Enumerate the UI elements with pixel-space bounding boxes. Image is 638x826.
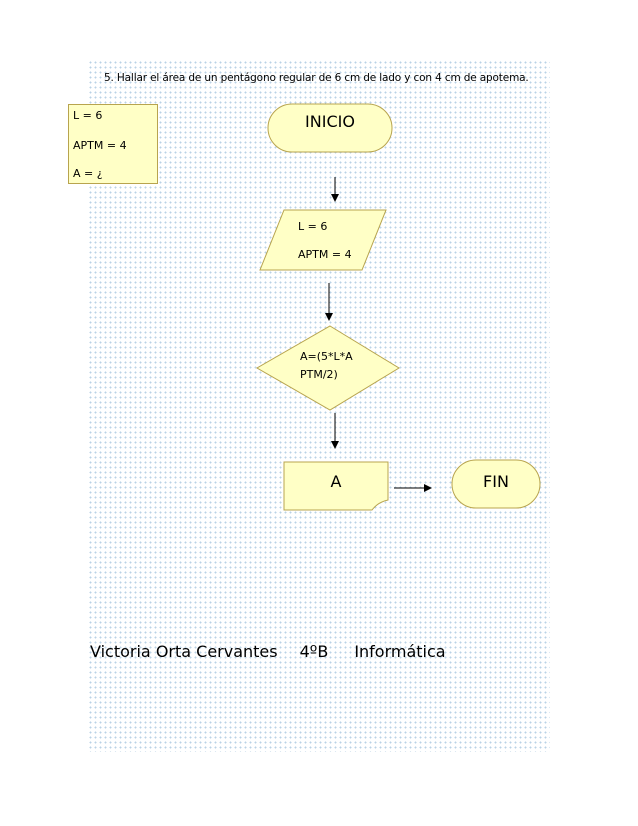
author-name: Victoria Orta Cervantes <box>90 642 278 661</box>
start-label: INICIO <box>305 112 355 131</box>
output-label: A <box>330 472 342 491</box>
output-document <box>283 461 389 511</box>
input-parallelogram <box>259 209 387 271</box>
process-line-2: PTM/2) <box>300 368 338 381</box>
problem-statement: 5. Hallar el área de un pentágono regula… <box>104 72 529 84</box>
subject-label: Informática <box>354 642 446 661</box>
end-terminal <box>451 459 541 509</box>
variables-line-l: L = 6 <box>73 109 103 122</box>
process-line-1: A=(5*L*A <box>300 350 353 363</box>
variables-line-aptm: APTM = 4 <box>73 139 127 152</box>
dotted-background <box>88 60 550 752</box>
variables-line-a: A = ¿ <box>73 167 103 180</box>
input-line-l: L = 6 <box>298 220 328 233</box>
start-terminal <box>267 103 393 153</box>
group-label: 4ºB <box>299 642 329 661</box>
end-label: FIN <box>483 472 509 491</box>
process-diamond <box>255 325 400 411</box>
variables-box: L = 6 APTM = 4 A = ¿ <box>68 104 158 184</box>
input-line-aptm: APTM = 4 <box>298 248 352 261</box>
footer-line: Victoria Orta Cervantes 4ºB Informática <box>90 642 446 661</box>
